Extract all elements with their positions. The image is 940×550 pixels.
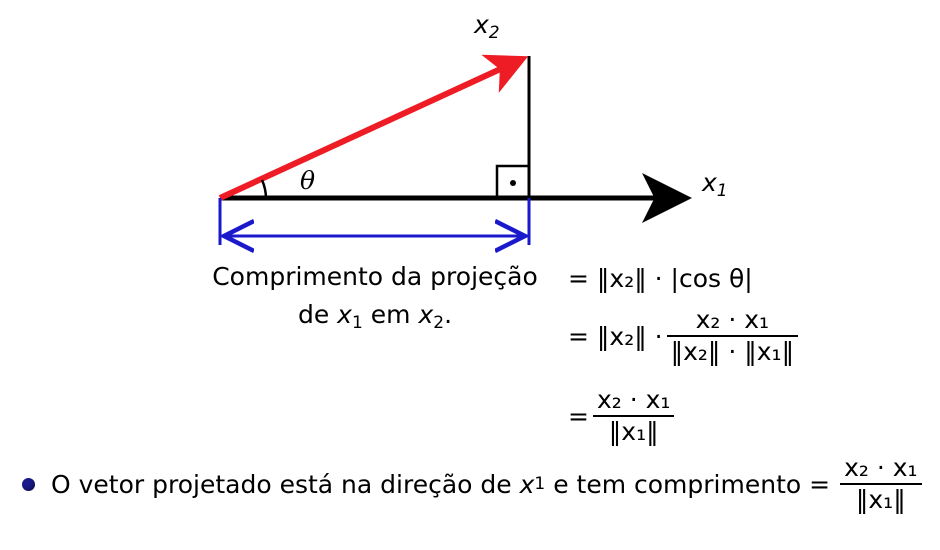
label-x2-var: x	[474, 10, 489, 39]
label-x2: x2	[474, 10, 500, 41]
bullet-fraction: x₂ · x₁ ‖x₁‖	[840, 453, 922, 515]
bullet-icon	[22, 477, 35, 491]
projection-diagram	[218, 54, 692, 290]
vector-x2	[218, 54, 529, 201]
label-x1-sub: 1	[716, 180, 728, 201]
label-x1: x1	[702, 168, 728, 199]
projection-caption: Comprimento da projeção de x1 em x2.	[195, 258, 555, 334]
equation-2-fraction: x₂ · x₁ ‖x₂‖ · ‖x₁‖	[666, 305, 799, 367]
angle-arc	[260, 179, 268, 199]
equation-1: = ‖x₂‖ · |cos θ|	[568, 263, 753, 293]
equation-3-fraction: x₂ · x₁ ‖x₁‖	[592, 385, 675, 447]
label-theta: θ	[300, 166, 316, 195]
caption-line1: Comprimento da projeção	[212, 262, 538, 291]
label-x2-sub: 2	[488, 22, 500, 43]
right-angle-marker	[495, 164, 531, 200]
label-x1-var: x	[702, 168, 717, 197]
equation-3: = x₂ · x₁ ‖x₁‖	[568, 380, 678, 452]
right-angle-dot	[510, 180, 516, 186]
caption-line2: de x1 em x2.	[297, 300, 453, 333]
equation-2: = ‖x₂‖ · x₂ · x₁ ‖x₂‖ · ‖x₁‖	[568, 300, 802, 372]
